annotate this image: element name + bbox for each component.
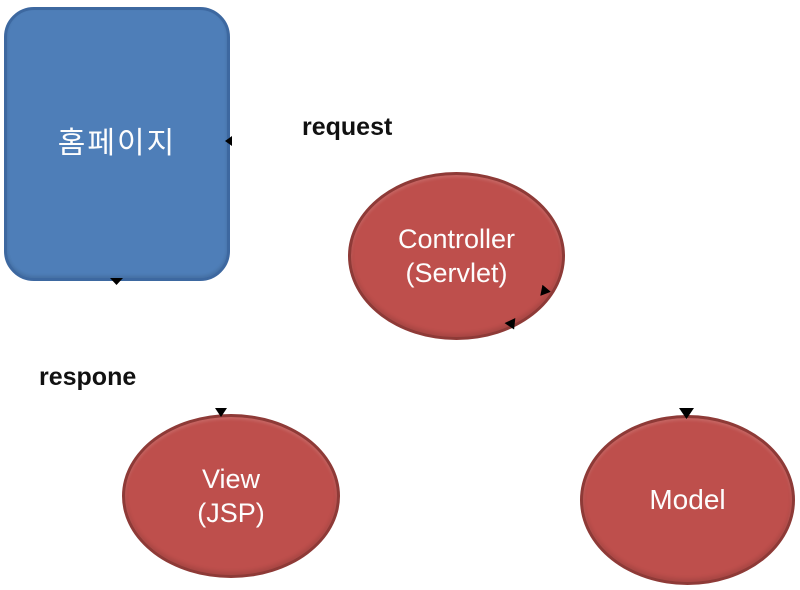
homepage-node: 홈페이지 xyxy=(4,7,230,281)
arrowhead-down-icon xyxy=(215,408,227,417)
view-label-line2: (JSP) xyxy=(197,498,265,528)
homepage-label: 홈페이지 xyxy=(57,127,177,160)
request-label: request xyxy=(302,113,393,141)
arrowhead-left-icon xyxy=(225,136,232,146)
response-label: respone xyxy=(39,363,137,391)
arrowhead-down-icon xyxy=(679,408,694,419)
controller-label-line1: Controller xyxy=(397,224,516,254)
model-node: Model xyxy=(580,415,795,585)
controller-node: Controller (Servlet) xyxy=(348,172,565,340)
controller-label-line2: (Servlet) xyxy=(405,258,508,288)
arrowhead-down-icon xyxy=(110,278,123,285)
view-label-line1: View xyxy=(201,464,261,494)
view-node: View (JSP) xyxy=(122,414,340,578)
model-label: Model xyxy=(649,484,726,515)
